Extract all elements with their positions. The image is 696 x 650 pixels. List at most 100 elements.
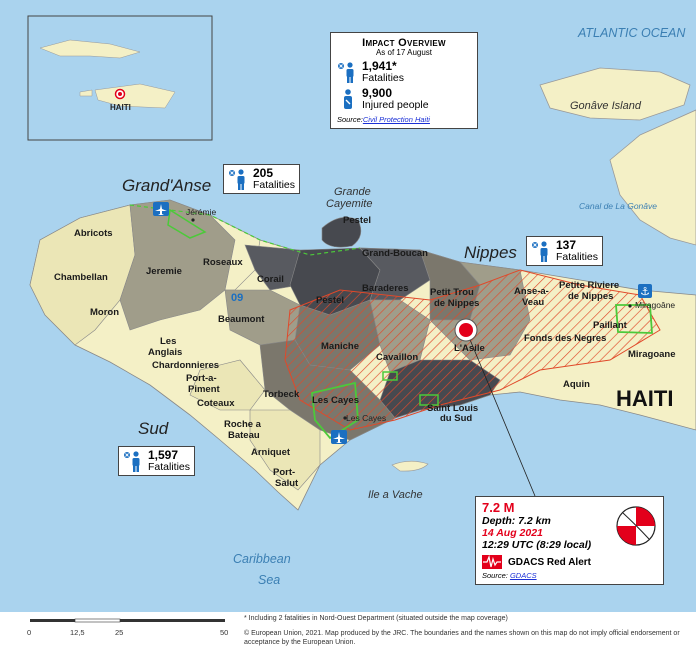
overview-injured-label: Injured people [362, 99, 429, 111]
mun-paillant: Paillant [593, 320, 627, 331]
fatalities-label: Fatalities [148, 461, 191, 473]
mun-roche-2: Bateau [228, 430, 260, 441]
svg-text:⚓: ⚓ [640, 285, 650, 298]
person-icon [532, 241, 548, 262]
mun-aquin: Aquin [563, 379, 590, 390]
mun-petite-riviere-2: de Nippes [568, 291, 614, 302]
dept-boundary [129, 204, 361, 256]
overview-title: Impact Overview [362, 37, 446, 49]
earthquake-info-box: 7.2 M Depth: 7.2 km 14 Aug 2021 12:29 UT… [475, 496, 664, 585]
port-anchor-icon [638, 284, 652, 298]
quake-depth: Depth: 7.2 km [482, 515, 551, 527]
fatalities-number: 1,597 [148, 448, 179, 462]
mun-cavaillon: Cavaillon [376, 352, 419, 363]
mun-anse-2: Veau [522, 297, 545, 308]
mun-st-louis-1: Saint Louis [427, 403, 479, 414]
mun-port-salut-1: Port- [273, 467, 296, 478]
overview-date: As of 17 August [375, 48, 433, 57]
region-abricots-chambellan [29, 204, 136, 346]
mun-roseaux: Roseaux [203, 257, 243, 268]
region-label-grand-anse: Grand'Anse [122, 176, 212, 195]
sea-atlantic: ATLANTIC OCEAN [578, 26, 686, 40]
overview-injured-number: 9,900 [362, 86, 393, 100]
mun-petit-trou-2: de Nippes [434, 298, 480, 309]
person-icon [124, 451, 140, 472]
footnote-copyright: © European Union, 2021. Map produced by … [244, 630, 680, 646]
region-port-salut [249, 409, 321, 491]
mun-lasile: L'Asile [454, 343, 485, 354]
mun-chardonnieres: Chardonnieres [152, 360, 220, 371]
town-dot-jeremie [191, 218, 195, 222]
ile-a-vache [391, 460, 429, 472]
gonave-island [539, 67, 691, 121]
scale-tick-3: 50 [220, 628, 229, 637]
footnote-asterisk: * Including 2 fatalities in Nord-Ouest D… [244, 615, 508, 622]
scale-tick-1: 12,5 [70, 628, 85, 637]
green-outline-les-cayes [311, 381, 359, 440]
overview-fatalities-label: Fatalities [362, 72, 405, 84]
intensity-hatch [284, 269, 661, 431]
gdacs-link[interactable]: GDACS [509, 571, 537, 580]
gdacs-alert-row: GDACS Red Alert [482, 555, 657, 569]
island-vache: Ile a Vache [368, 489, 423, 501]
quake-magnitude: 7.2 M [482, 500, 515, 515]
mun-arniquet: Arniquet [251, 447, 291, 458]
injured-person-icon [344, 89, 352, 109]
overview-fatalities-row: 1,941*Fatalities [337, 60, 471, 84]
mun-port-piment-1: Port-a- [186, 373, 217, 384]
fatalities-label: Fatalities [556, 251, 599, 263]
inset-cuba [39, 39, 141, 59]
focal-mechanism-icon [616, 506, 656, 546]
quake-date: 14 Aug 2021 [482, 527, 543, 539]
inset-map [27, 15, 213, 141]
inset-jamaica [79, 89, 93, 97]
region-label-sud: Sud [138, 419, 169, 438]
fatality-person-icon [338, 62, 354, 83]
inset-hispaniola [94, 83, 176, 109]
mun-port-piment-2: Piment [188, 384, 220, 395]
mun-st-louis-2: du Sud [440, 413, 473, 424]
mun-fonds: Fonds des Negres [524, 333, 607, 344]
footer-area [0, 612, 696, 650]
country-label: HAITI [616, 386, 674, 411]
mun-torbeck: Torbeck [263, 389, 300, 400]
island-cayemite-1: Grande [334, 186, 371, 198]
mun-pestel-island: Pestel [343, 215, 371, 226]
mun-roche-1: Roche a [224, 419, 261, 430]
mun-les-cayes: Les Cayes [312, 395, 360, 406]
scale-seg-3 [120, 619, 225, 622]
town-dot-miragoane [628, 304, 632, 308]
town-dot-les-cayes [343, 416, 347, 420]
scale-tick-2: 25 [115, 628, 124, 637]
mun-corail: Corail [257, 274, 284, 285]
mun-les-anglais-1: Les [160, 336, 177, 347]
civil-protection-link[interactable]: Civil Protection Haiti [362, 115, 430, 124]
overview-source-prefix: Source: [337, 115, 363, 124]
sea-caribbean-2: Sea [258, 573, 281, 587]
mun-jeremie: Jeremie [146, 266, 182, 277]
person-icon [229, 169, 245, 190]
inset-country-label: HAITI [110, 103, 131, 112]
mun-maniche: Maniche [321, 341, 360, 352]
mun-port-salut-2: Salut [275, 478, 299, 489]
mun-09: 09 [231, 292, 244, 304]
mun-miragoane: Miragoane [628, 349, 676, 360]
northeast-land [609, 109, 696, 246]
sea-caribbean-1: Caribbean [233, 552, 291, 566]
island-gonave: Gonâve Island [570, 100, 641, 112]
scale-seg-2 [74, 618, 121, 623]
mun-baraderes: Baraderes [362, 283, 409, 294]
quake-source: Source: GDACS [482, 571, 657, 580]
green-outline-cavaillon [382, 371, 398, 381]
inset-epicenter [118, 92, 122, 96]
quake-source-prefix: Source: [482, 571, 510, 580]
mun-petit-trou-1: Petit Trou [430, 287, 474, 298]
overview-fatalities-number: 1,941* [362, 59, 397, 73]
mun-anse-1: Anse-a- [514, 286, 549, 297]
mun-petite-riviere-1: Petite Riviere [559, 280, 620, 291]
island-cayemite-2: Cayemite [326, 198, 373, 210]
